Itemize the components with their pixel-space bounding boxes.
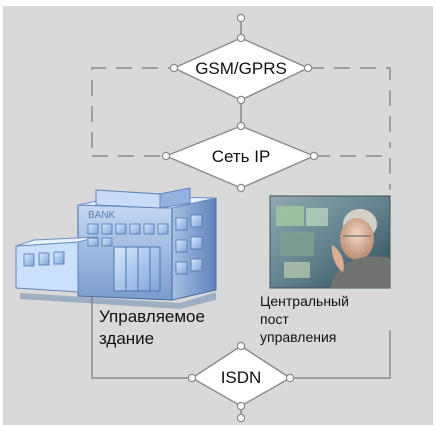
- control-room-photo: [269, 195, 391, 289]
- operator-shoulder: [330, 256, 390, 288]
- dot-ip-left: [161, 151, 171, 161]
- dot-isdn-top: [236, 341, 246, 351]
- bank-sign-text: BANK: [88, 210, 116, 221]
- building-entrance: [113, 246, 161, 292]
- bank-building-image: BANK: [15, 187, 217, 309]
- dot-isdn-left: [187, 373, 197, 383]
- dot-isdn-right: [285, 373, 295, 383]
- building-upper-block: [95, 189, 161, 209]
- monitor-wall-1: [276, 206, 304, 226]
- dot-ip-bottom: [236, 183, 246, 193]
- managed-building-caption-line-2: здание: [99, 329, 155, 348]
- connector-dots: [161, 13, 319, 423]
- building-upper-side: [159, 187, 191, 209]
- operator-face: [340, 218, 374, 260]
- ip-node-label: Сеть IP: [211, 147, 271, 166]
- dot-top: [236, 13, 246, 23]
- monitor-wall-3: [280, 232, 314, 256]
- control-center-caption-line-2: пост: [260, 311, 289, 327]
- dot-isdn-bottom: [236, 401, 246, 411]
- dot-ip-top: [236, 121, 246, 131]
- monitor-wall-4: [284, 262, 310, 278]
- building-wing-top: [15, 236, 99, 247]
- dot-bottom: [236, 413, 246, 423]
- building-wing-left: [15, 241, 79, 293]
- building-window-grid: [23, 214, 203, 275]
- ip-dashed-loop: [92, 155, 391, 190]
- operator-hand: [331, 245, 344, 272]
- dot-gsm-top: [236, 33, 246, 43]
- dot-ip-right: [309, 151, 319, 161]
- monitor-wall-2: [306, 208, 328, 226]
- dot-gsm-bottom: [236, 95, 246, 105]
- building-base-shadow: [20, 292, 216, 309]
- gsm-node-label: GSM/GPRS: [195, 59, 287, 78]
- isdn-solid-loop: [91, 282, 391, 379]
- dot-gsm-right: [303, 63, 313, 73]
- control-center-caption-line-1: Центральный: [260, 293, 349, 309]
- dot-gsm-left: [169, 63, 179, 73]
- isdn-node-label: ISDN: [220, 368, 262, 387]
- gsm-dashed-loop: [91, 67, 391, 148]
- managed-building-caption-line-1: Управляемое: [99, 307, 205, 326]
- control-center-caption-line-3: управления: [260, 329, 337, 345]
